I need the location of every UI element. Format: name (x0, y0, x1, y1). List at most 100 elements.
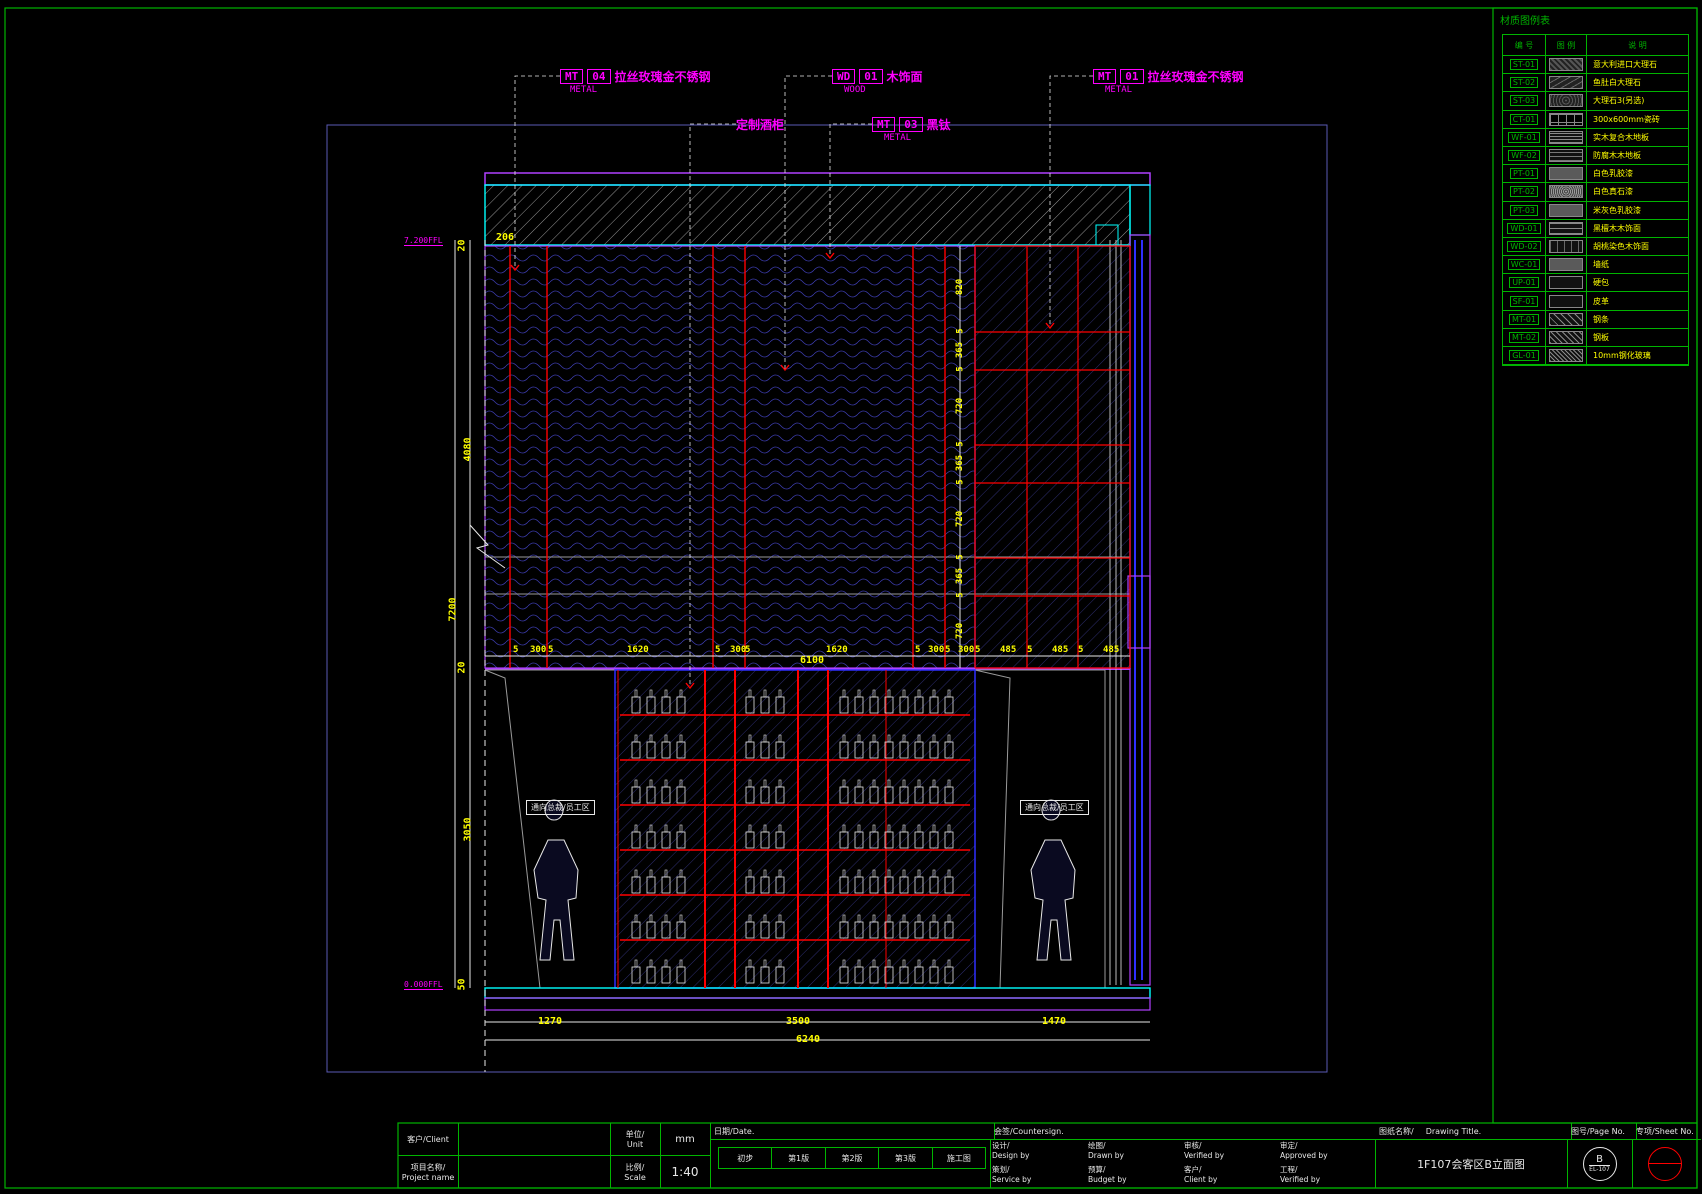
legend-code: WF-01 (1503, 128, 1546, 146)
legend-code: ST-03 (1503, 92, 1546, 110)
leader-line (689, 123, 736, 688)
project-label: 项目名称/ Project name (398, 1155, 459, 1188)
leader-line (829, 123, 872, 258)
sheet-label: 专项/Sheet No. (1632, 1123, 1701, 1140)
legend-code: WD-02 (1503, 237, 1546, 256)
dim-mid: 1620 (826, 645, 848, 655)
stage-row: 初步第1版第2版第3版施工图 (718, 1147, 986, 1169)
page-number-cell: B EL-107 (1567, 1139, 1633, 1188)
dim-mid: 300 (730, 645, 747, 655)
client-label: 客户/Client (398, 1123, 459, 1156)
legend-desc: 钢条 (1593, 314, 1609, 324)
dim-mid: 5 (915, 645, 921, 655)
legend-code: WF-02 (1503, 146, 1546, 165)
legend-code: PT-01 (1503, 165, 1546, 183)
legend-swatch (1546, 201, 1587, 219)
human-figure (533, 799, 579, 961)
dim-mid: 5 (548, 645, 554, 655)
legend-code: WD-01 (1503, 219, 1546, 237)
leader-arrow (1045, 322, 1055, 330)
leader-line (514, 75, 560, 270)
legend-desc: 10mm钢化玻璃 (1593, 351, 1651, 361)
dim-right: 720 (955, 622, 966, 640)
legend-row: UP-01 硬包 (1503, 274, 1688, 293)
ceiling-section-hatch (484, 184, 1131, 246)
legend-desc: 硬包 (1593, 278, 1609, 288)
stage-cell: 施工图 (946, 1153, 971, 1163)
legend-desc: 防腐木木地板 (1593, 151, 1641, 161)
dim-mid: 5 (945, 645, 951, 655)
sign-cell: 审核/Verified by (1184, 1141, 1225, 1160)
legend-code: CT-01 (1503, 110, 1546, 128)
unit-value: mm (660, 1123, 711, 1156)
legend-code: UP-01 (1503, 274, 1546, 292)
legend-swatch (1546, 292, 1587, 310)
dim-bottom-total: 6240 (796, 1034, 821, 1045)
legend-code: SF-01 (1503, 292, 1546, 310)
legend-title: 材质图例表 (1500, 16, 1550, 27)
dim-mid: 5 (1027, 645, 1033, 655)
dim-mid: 300 (958, 645, 975, 655)
legend-desc: 白色真石漆 (1593, 187, 1633, 197)
legend-swatch (1546, 56, 1587, 74)
floor-line (484, 987, 1151, 999)
legend-row: WC-01 墙纸 (1503, 256, 1688, 275)
leader-line (1049, 75, 1093, 328)
stage-cell: 第1版 (772, 1148, 826, 1168)
leader-arrow (825, 252, 835, 260)
legend-desc: 皮革 (1593, 296, 1609, 306)
legend-desc: 墙纸 (1593, 260, 1609, 270)
human-figure (1030, 799, 1076, 961)
legend-code: PT-02 (1503, 183, 1546, 201)
dim-right: 720 (955, 397, 966, 415)
stage-cell: 初步 (719, 1148, 773, 1168)
legend-row: MT-01 钢条 (1503, 310, 1688, 329)
dim-right: 720 (955, 510, 966, 528)
legend-row: PT-02 白色真石漆 (1503, 183, 1688, 202)
legend-desc: 米灰色乳胶漆 (1593, 205, 1641, 215)
metal-grid-panel (974, 245, 1131, 669)
sign-cell: 客户/Client by (1184, 1165, 1218, 1184)
sign-cell: 设计/Design by (992, 1141, 1030, 1160)
legend-swatch (1546, 183, 1587, 201)
legend-row: CT-01 300x600mm瓷砖 (1503, 110, 1688, 129)
dim-bottom-1: 1270 (538, 1016, 563, 1027)
date-label: 日期/Date. (710, 1123, 995, 1140)
dim-right: 5 (955, 366, 966, 372)
dim-mid: 485 (1103, 645, 1120, 655)
dim-mid: 5 (975, 645, 981, 655)
unit-label: 单位/ Unit (610, 1123, 661, 1156)
page-label: 图号/Page No. (1567, 1123, 1637, 1140)
sign-cell: 策划/Service by (992, 1165, 1032, 1184)
wood-veneer-panel (484, 245, 976, 669)
legend-code: WC-01 (1503, 256, 1546, 274)
legend-swatch (1546, 165, 1587, 183)
sheet-number-cell (1632, 1139, 1697, 1188)
sign-cell: 工程/Verified by (1280, 1165, 1321, 1184)
legend-code: MT-01 (1503, 310, 1546, 328)
dim-bottom-2: 3500 (786, 1016, 811, 1027)
legend-code: ST-01 (1503, 56, 1546, 74)
title-block-content: 客户/Client 项目名称/ Project name 单位/ Unit mm… (398, 1123, 1701, 1188)
view-frame (326, 124, 1328, 1073)
legend-desc: 300x600mm瓷砖 (1593, 114, 1660, 124)
legend-swatch (1546, 219, 1587, 237)
legend-swatch (1546, 92, 1587, 110)
drawing-title: 1F107会客区B立面图 (1375, 1139, 1568, 1188)
callout-mt03: MT 03 黑钛 METAL (872, 116, 951, 143)
leader-arrow (780, 364, 790, 372)
legend-row: WF-02 防腐木木地板 (1503, 146, 1688, 166)
stage-cell: 第2版 (826, 1148, 880, 1168)
dim-mid: 300 (928, 645, 945, 655)
legend-swatch (1546, 347, 1587, 365)
dim-mid: 1620 (627, 645, 649, 655)
legend-header-row: 编 号 图 例 说 明 (1503, 35, 1688, 56)
drawing-title-label: 图纸名称/ Drawing Title. (1375, 1123, 1572, 1140)
